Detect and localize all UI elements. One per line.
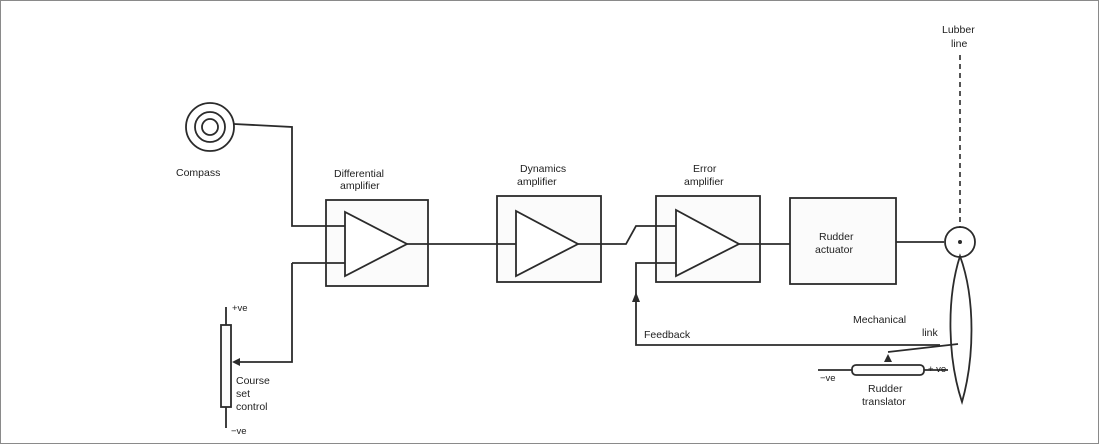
course-plus-ve-label: +ve (232, 303, 248, 314)
compass-label: Compass (176, 167, 220, 179)
compass-icon (185, 102, 235, 152)
rudder-actuator-label-1: Rudder (819, 231, 854, 243)
rudder-translator-label-1: Rudder (868, 383, 903, 395)
lubber-line-label-1: Lubber (942, 24, 975, 36)
mechanical-link-label-1: Mechanical (853, 314, 906, 326)
feedback-label: Feedback (644, 329, 691, 341)
course-set-label-2: set (236, 388, 250, 400)
course-set-label-3: control (236, 401, 268, 413)
lubber-line-label-2: line (951, 38, 968, 50)
error-amplifier-triangle (675, 208, 741, 278)
course-set-potentiometer (220, 324, 232, 408)
rudder-actuator-label-2: actuator (815, 244, 853, 256)
translator-plus-ve-label: + ve (928, 364, 946, 375)
differential-amplifier-box (325, 199, 429, 287)
feedback-line (635, 262, 940, 346)
differential-amplifier-label-2: amplifier (340, 180, 380, 192)
course-minus-ve-label: −ve (231, 426, 247, 437)
rudder-icon (944, 226, 976, 406)
error-amplifier-label-1: Error (693, 163, 717, 175)
rudder-translator-label-2: translator (862, 396, 906, 408)
mechanical-link-rod (887, 343, 959, 353)
error-amplifier-label-2: amplifier (684, 176, 724, 188)
translator-minus-ve-label: −ve (820, 373, 836, 384)
differential-amplifier-label-1: Differential (334, 168, 384, 180)
rudder-actuator-box (789, 197, 897, 285)
course-set-signal-line (236, 263, 293, 363)
dynamics-amplifier-label-1: Dynamics (520, 163, 566, 175)
rudder-translator-element (851, 364, 925, 376)
differential-amplifier-triangle (344, 210, 409, 278)
signal-line-dyn-to-err (601, 225, 656, 245)
dynamics-amplifier-label-2: amplifier (517, 176, 557, 188)
course-set-label-1: Course (236, 375, 270, 387)
mechanical-link-label-2: link (922, 327, 939, 339)
compass-signal-line (233, 123, 326, 227)
